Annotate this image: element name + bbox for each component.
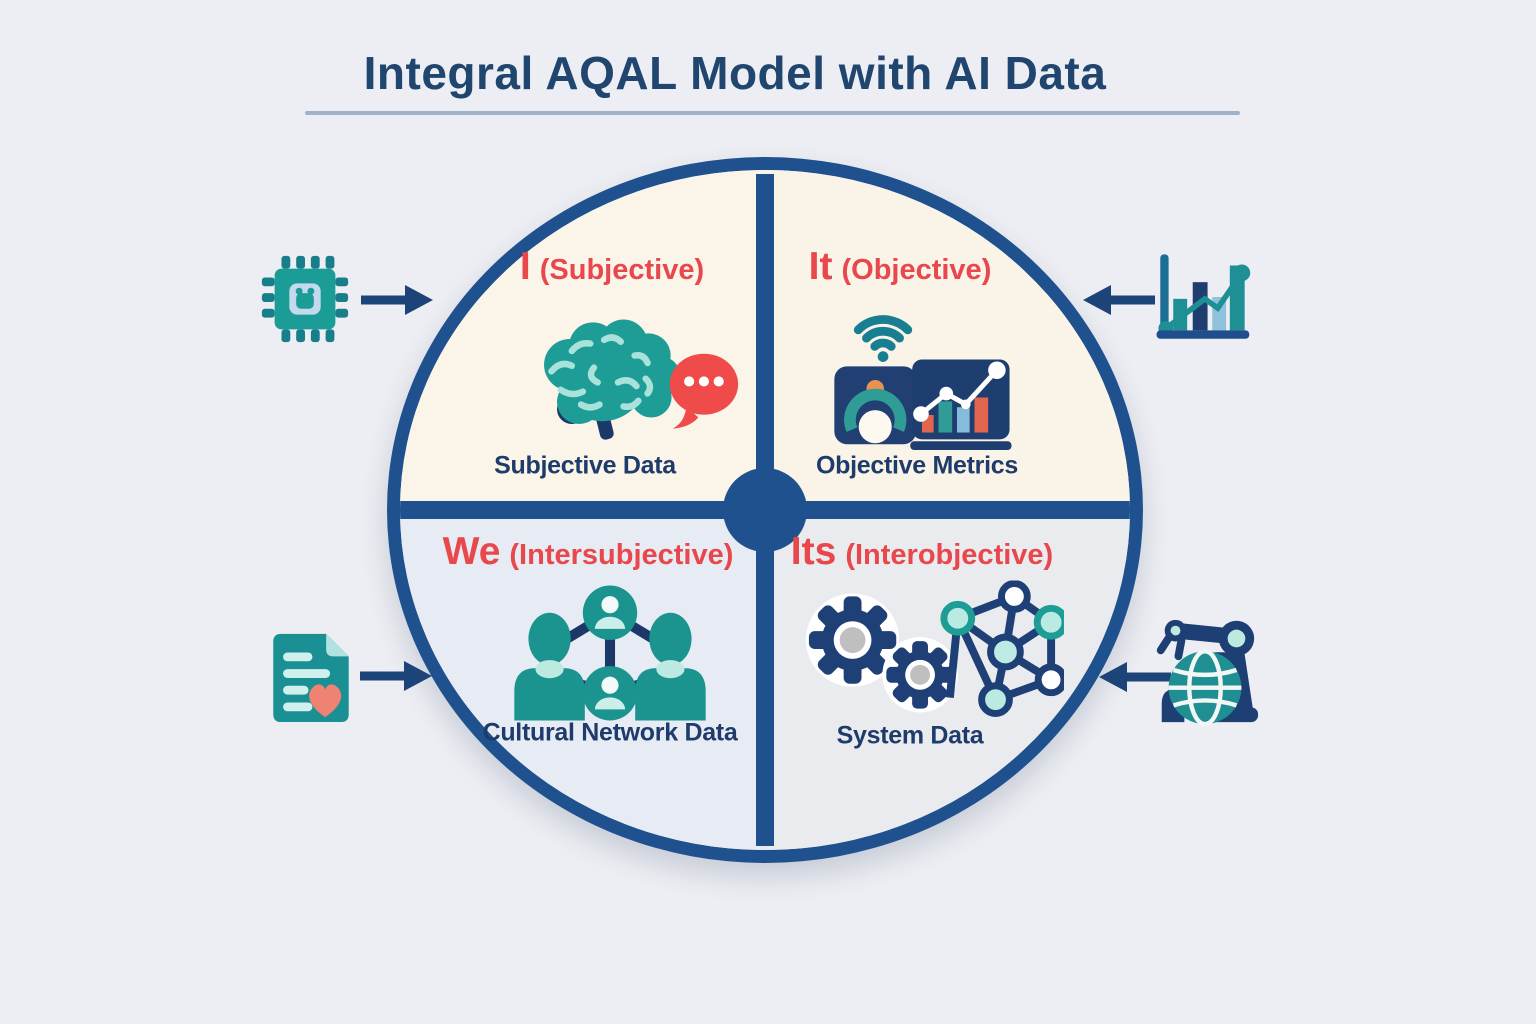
- quadrant-heading-lower-right: Its (Interobjective): [791, 530, 1053, 574]
- brain-icon: [544, 319, 681, 440]
- pronoun-we: We: [442, 530, 501, 573]
- label-system-data: System Data: [836, 721, 984, 750]
- metrics-panel-icon: [910, 359, 1012, 451]
- network-graph-icon: [940, 580, 1064, 717]
- globe-icon: [1168, 649, 1242, 727]
- perspective-subjective: (Subjective): [539, 254, 705, 286]
- aqal-circle: [387, 157, 1143, 863]
- arrow-right-icon: [360, 661, 432, 691]
- label-subjective-data: Subjective Data: [494, 451, 676, 480]
- person-left-icon: [514, 612, 585, 721]
- arrow-left-icon: [1099, 662, 1171, 692]
- perspective-objective: (Objective): [841, 254, 992, 286]
- quadrant-heading-upper-right: It (Objective): [809, 245, 992, 289]
- arrow-right-icon: [361, 285, 433, 315]
- quadrant-bg-upper-right: [765, 170, 1130, 510]
- center-hub: [723, 468, 807, 552]
- wifi-icon: [853, 315, 913, 362]
- speech-bubble-icon: [669, 353, 739, 429]
- perspective-intersubjective: (Intersubjective): [509, 539, 734, 571]
- people-network-icon: [514, 585, 706, 721]
- quadrant-heading-upper-left: I (Subjective): [520, 245, 704, 289]
- heart-icon: [309, 684, 342, 718]
- gear-small-icon: [882, 637, 958, 713]
- perspective-interobjective: (Interobjective): [845, 539, 1054, 571]
- gears-network-icon: [805, 580, 1064, 717]
- pronoun-it: It: [808, 245, 833, 288]
- label-cultural-network-data: Cultural Network Data: [482, 718, 738, 747]
- person-node-bottom-icon: [582, 666, 638, 721]
- pronoun-i: I: [519, 245, 531, 288]
- sensor-device-icon: [834, 366, 917, 445]
- cpu-chip-icon: [261, 255, 349, 343]
- title-underline: [305, 111, 1240, 115]
- bar-chart-icon: [1156, 254, 1251, 339]
- robot-arm-icon: [1156, 619, 1255, 661]
- arrow-left-icon: [1083, 285, 1155, 315]
- pronoun-its: Its: [790, 530, 837, 573]
- document-heart-icon: [273, 633, 349, 723]
- sensor-chart-icon: [834, 315, 1012, 451]
- person-right-icon: [635, 612, 706, 721]
- robot-globe-icon: [1156, 619, 1259, 727]
- brain-speech-icon: [544, 319, 739, 440]
- person-node-top-icon: [582, 585, 638, 640]
- quadrant-heading-lower-left: We (Intersubjective): [443, 530, 734, 574]
- page-title: Integral AQAL Model with AI Data: [363, 47, 1107, 99]
- gear-large-icon: [805, 593, 900, 687]
- label-objective-metrics: Objective Metrics: [816, 451, 1018, 480]
